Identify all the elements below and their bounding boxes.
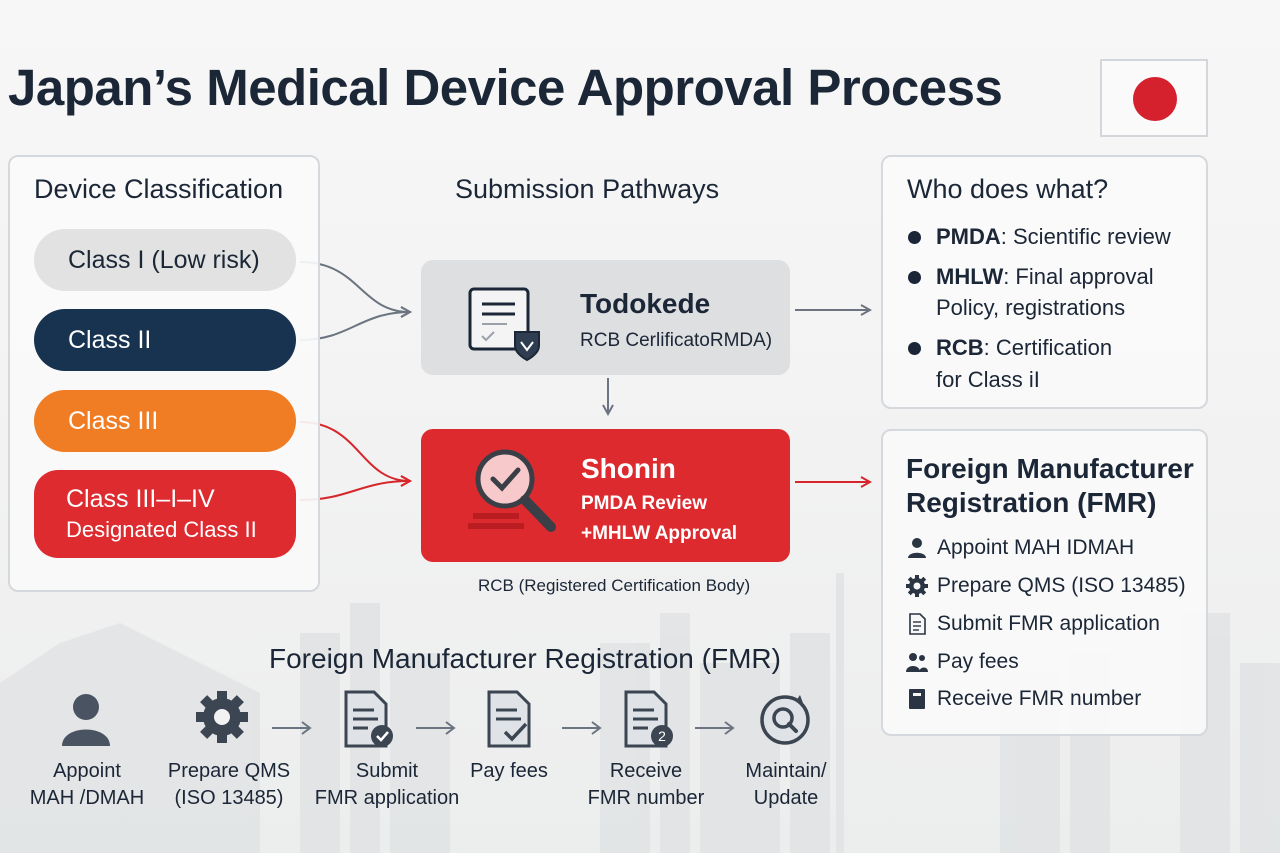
step-arrow xyxy=(416,721,456,735)
todokede-subtitle: RCB CerlificatoRMDA) xyxy=(580,330,773,351)
fmr-item-qms: Prepare QMS (ISO 13485) xyxy=(937,574,1186,597)
document-check-icon xyxy=(344,690,393,748)
gear-icon xyxy=(196,691,248,743)
class-4-sublabel: Designated Class II xyxy=(66,517,257,542)
step-line1: Receive xyxy=(609,760,683,782)
document-number-icon: 2 xyxy=(624,690,673,748)
class-4-label: Class III–I–IV xyxy=(66,485,215,513)
person-icon xyxy=(908,538,926,558)
who-item-desc: : Scientific review xyxy=(1000,224,1171,249)
who-item-name: PMDA xyxy=(936,224,1001,249)
step-badge-number: 2 xyxy=(658,728,666,744)
refresh-search-icon xyxy=(760,695,810,745)
step-fees-label: Pay fees xyxy=(470,758,548,785)
fmr-heading-line1: Foreign Manufacturer xyxy=(906,453,1194,484)
step-qms-label: Prepare QMS (ISO 13485) xyxy=(168,758,290,812)
rcb-note: RCB (Registered Certification Body) xyxy=(478,576,751,595)
class-4-pill: Class III–I–IV Designated Class II xyxy=(34,470,296,558)
fmr-item-submit: Submit FMR application xyxy=(937,612,1160,635)
fmr-item-appoint: Appoint MAH IDMAH xyxy=(937,536,1135,559)
fmr-item-receive: Receive FMR number xyxy=(937,687,1142,710)
flag-sun xyxy=(1133,77,1177,121)
step-line1: Submit xyxy=(355,760,419,782)
page-title: Japan’s Medical Device Approval Process xyxy=(8,59,1003,116)
who-item-name: RCB xyxy=(936,335,984,360)
document-tick-icon xyxy=(487,690,531,748)
step-line1: Appoint xyxy=(53,760,121,782)
japan-flag xyxy=(1100,59,1208,137)
document-icon xyxy=(909,613,926,635)
who-item-mhlw: MHLW: Final approval xyxy=(936,264,1154,290)
step-arrow xyxy=(562,721,602,735)
who-item-rcb-desc2: for Class iI xyxy=(936,367,1040,392)
who-item-pmda: PMDA: Scientific review xyxy=(936,224,1171,250)
magnifier-check-icon xyxy=(468,449,556,532)
step-arrow xyxy=(272,721,312,735)
step-line1: Maintain/ xyxy=(745,760,827,782)
classification-heading: Device Classification xyxy=(34,174,284,204)
shonin-line2: +MHLW Approval xyxy=(581,523,738,544)
step-line2: FMR application xyxy=(314,787,460,809)
shonin-title: Shonin xyxy=(581,453,676,484)
fmr-item-fees: Pay fees xyxy=(937,650,1019,673)
todokede-title: Todokede xyxy=(580,288,711,319)
who-item-rcb: RCB: Certification xyxy=(936,335,1112,361)
class-1-pill: Class I (Low risk) xyxy=(34,229,296,291)
bullet-dot xyxy=(908,231,921,244)
fmr-panel xyxy=(881,429,1208,736)
gear-icon xyxy=(906,575,928,597)
who-item-mhlw-desc2: Policy, registrations xyxy=(936,295,1126,320)
step-maintain-label: Maintain/ Update xyxy=(745,758,826,812)
bullet-dot xyxy=(908,271,921,284)
pathways-heading: Submission Pathways xyxy=(455,174,720,204)
who-item-desc: : Final approval xyxy=(1003,264,1154,289)
book-icon xyxy=(909,689,925,709)
step-submit-label: Submit FMR application xyxy=(315,758,460,812)
class-2-pill: Class II xyxy=(34,309,296,371)
who-item-desc: : Certification xyxy=(983,335,1113,360)
who-item-name: MHLW xyxy=(936,264,1004,289)
step-receive-label: Receive FMR number xyxy=(588,758,705,812)
step-arrow xyxy=(695,721,735,735)
who-does-what-panel xyxy=(881,155,1208,409)
step-line2: Update xyxy=(753,787,819,809)
shonin-box: Shonin PMDA Review +MHLW Approval xyxy=(421,429,790,562)
bullet-dot xyxy=(908,342,921,355)
shonin-line1: PMDA Review xyxy=(581,493,707,514)
step-line2: MAH /DMAH xyxy=(29,787,145,809)
step-line2: (ISO 13485) xyxy=(174,787,284,809)
fmr-process-heading: Foreign Manufacturer Registration (FMR) xyxy=(269,643,781,674)
step-line2: FMR number xyxy=(587,787,705,809)
todokede-box: Todokede RCB CerlificatoRMDA) xyxy=(421,260,790,375)
step-line1: Prepare QMS xyxy=(167,760,291,782)
step-line1: Pay fees xyxy=(470,760,548,782)
fmr-heading-line2: Registration (FMR) xyxy=(906,487,1157,518)
who-heading: Who does what? xyxy=(907,174,1109,204)
class-3-pill: Class III xyxy=(34,390,296,452)
certificate-icon xyxy=(468,287,540,362)
fmr-panel-heading: Foreign Manufacturer Registration (FMR) xyxy=(906,452,1194,520)
step-appoint-label: Appoint MAH /DMAH xyxy=(30,758,144,812)
person-icon xyxy=(62,694,110,746)
people-icon xyxy=(906,653,928,672)
